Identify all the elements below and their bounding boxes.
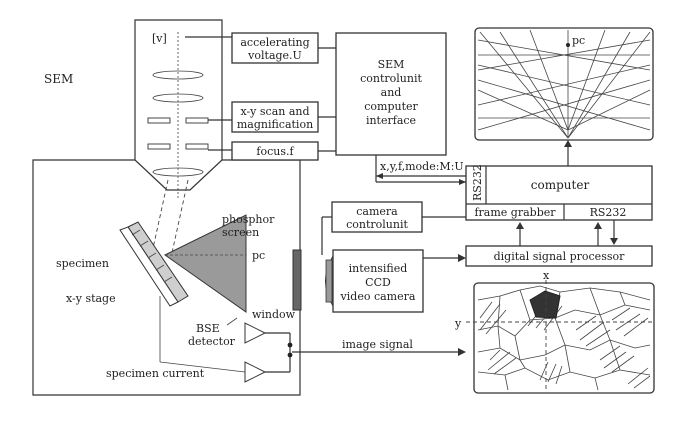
dsp-label: digital signal processor: [494, 250, 625, 263]
signal-bus-label: x,y,f,mode:M:U: [380, 160, 464, 173]
camera-control-line2: controlunit: [346, 218, 408, 231]
phosphor-line1: phosphor: [222, 213, 275, 226]
frame-grabber-label: frame grabber: [474, 206, 556, 219]
window-label: window: [252, 308, 296, 321]
bse-line1: BSE: [196, 322, 220, 335]
image-signal-label: image signal: [342, 338, 413, 351]
pc-pattern-label: pc: [572, 34, 585, 47]
xy-scan-line2: magnification: [237, 118, 313, 131]
camera-control-line1: camera: [356, 205, 398, 218]
xy-scan-line1: x-y scan and: [240, 105, 309, 118]
highlighted-grain: [529, 290, 561, 319]
ccd-line2: CCD: [365, 276, 391, 289]
axis-y-label: y: [454, 317, 462, 330]
camera-control-unit-box: camera controlunit: [331, 201, 423, 233]
computer-box: RS232 computer frame grabber RS232: [465, 164, 653, 221]
focus-box: focus.f: [231, 141, 319, 161]
sem-column: [v]: [134, 19, 223, 200]
sem-label: SEM: [44, 72, 73, 86]
sem-control-line4: computer: [364, 100, 418, 113]
accelerating-voltage-line2: voltage.U: [247, 49, 302, 62]
accelerating-voltage-box: accelerating voltage.U: [231, 32, 319, 64]
pc-screen-label: pc: [252, 249, 265, 262]
camera-lens-icon: [325, 254, 334, 308]
sem-control-line1: SEM: [378, 58, 405, 71]
phosphor-screen: [164, 214, 247, 313]
ccd-line1: intensified: [349, 262, 408, 275]
dsp-box: digital signal processor: [465, 245, 653, 267]
rs232-vertical-label: RS232: [471, 164, 484, 201]
sem-control-line3: and: [381, 86, 402, 99]
ccd-camera-box: intensified CCD video camera: [332, 249, 424, 313]
axis-x-label: x: [543, 269, 550, 282]
phosphor-line2: screen: [222, 226, 259, 239]
pattern-monitor: [474, 27, 654, 141]
orientation-map-monitor: [466, 280, 655, 394]
bse-amplifier-icon: [244, 322, 267, 344]
sem-control-line5: interface: [366, 114, 416, 127]
bse-line2: detector: [188, 335, 236, 348]
specimen: [119, 221, 189, 307]
accelerating-voltage-line1: accelerating: [240, 36, 309, 49]
xy-scan-box: x-y scan and magnification: [231, 101, 319, 133]
rs232-label: RS232: [590, 206, 627, 219]
specimen-current-amplifier-icon: [244, 361, 267, 383]
specimen-current-label: specimen current: [106, 367, 205, 380]
specimen-label: specimen: [56, 257, 109, 270]
focus-label: focus.f: [256, 145, 294, 158]
sem-control-unit-box: SEM controlunit and computer interface: [335, 32, 447, 156]
window-icon: [292, 249, 302, 311]
sem-control-line2: controlunit: [360, 72, 422, 85]
ccd-line3: video camera: [340, 290, 416, 303]
xy-stage-label: x-y stage: [66, 292, 116, 305]
computer-label: computer: [531, 178, 590, 192]
aperture-label: [v]: [152, 32, 167, 45]
